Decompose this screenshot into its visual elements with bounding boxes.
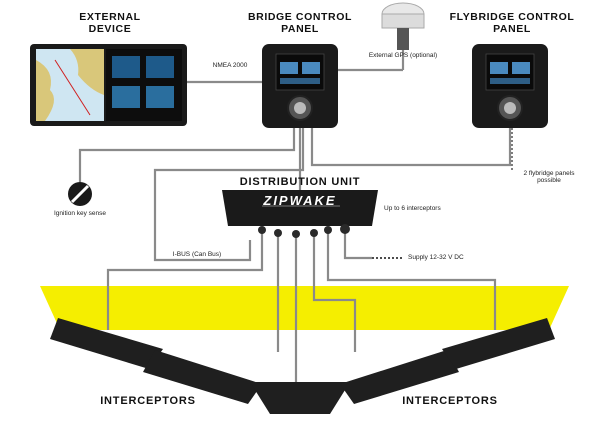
distribution-unit-label: DISTRIBUTION UNIT bbox=[239, 176, 361, 188]
interceptors bbox=[50, 318, 555, 414]
cable-bridge-dist bbox=[153, 128, 305, 262]
interceptor-left-outer bbox=[50, 318, 163, 369]
distribution-unit bbox=[222, 190, 378, 238]
interceptor-right-inner bbox=[340, 350, 459, 404]
flybridge-control-panel bbox=[472, 44, 548, 128]
interceptors-left-label: INTERCEPTORS bbox=[100, 395, 196, 407]
hull-yellow-band bbox=[40, 286, 569, 330]
cable-network bbox=[78, 50, 512, 382]
external-device bbox=[30, 44, 187, 126]
up-to-interceptors-label: Up to 6 interceptors bbox=[384, 205, 441, 212]
interceptor-left-inner bbox=[143, 350, 262, 404]
cable-int-4 bbox=[312, 236, 357, 352]
cable-flybridge bbox=[310, 128, 512, 167]
external-gps-label: External GPS (optional) bbox=[368, 52, 438, 59]
interceptor-center bbox=[250, 382, 350, 414]
brand-logo-text: ZIPWAKE bbox=[262, 193, 336, 208]
bridge-panel-label: BRIDGE CONTROL PANEL bbox=[247, 11, 353, 36]
external-device-label: EXTERNAL DEVICE bbox=[79, 11, 141, 36]
supply-label: Supply 12-32 V DC bbox=[408, 254, 464, 261]
cable-int-5 bbox=[326, 232, 497, 330]
ignition-label: Ignition key sense bbox=[53, 210, 107, 217]
cable-supply bbox=[343, 226, 372, 260]
flybridge-panel-label: FLYBRIDGE CONTROL PANEL bbox=[449, 11, 575, 36]
bridge-control-panel bbox=[262, 44, 338, 128]
interceptor-right-outer bbox=[442, 318, 555, 369]
cable-bridge-ignition bbox=[78, 128, 296, 182]
cable-int-1 bbox=[106, 232, 264, 330]
flybridge-note-label: 2 flybridge panels possible bbox=[523, 170, 575, 185]
ibus-label: I-BUS (Can Bus) bbox=[172, 251, 222, 258]
interceptors-right-label: INTERCEPTORS bbox=[402, 395, 498, 407]
ignition-key-icon bbox=[68, 182, 92, 206]
gps-antenna bbox=[381, 2, 425, 50]
nmea-label: NMEA 2000 bbox=[212, 62, 248, 69]
